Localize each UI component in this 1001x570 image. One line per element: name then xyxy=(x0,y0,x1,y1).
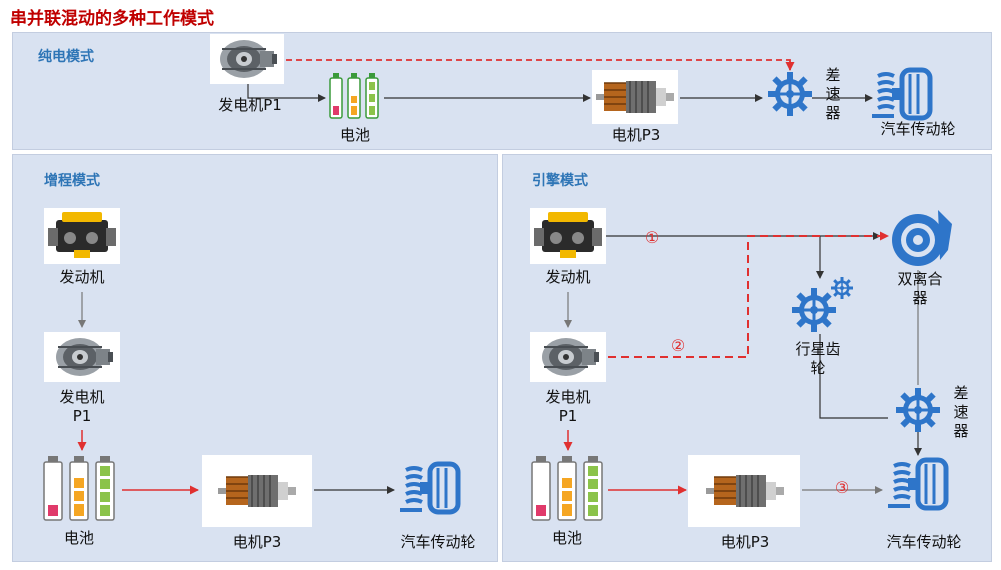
generator-icon xyxy=(219,39,278,79)
flow-arrow xyxy=(247,84,326,102)
engine-label: 发动机 xyxy=(545,268,591,286)
dual-clutch-icon xyxy=(892,210,952,266)
mode-title-engine: 引擎模式 xyxy=(532,173,588,189)
motor-label: 电机P3 xyxy=(232,533,282,551)
step-marker-3: ③ xyxy=(834,478,850,497)
mode-title-range-extender: 增程模式 xyxy=(44,173,100,189)
generator-label: 发电机 P1 xyxy=(545,388,591,425)
engine-label: 发动机 xyxy=(59,268,105,286)
differential-gear-icon xyxy=(894,386,942,434)
flow-line xyxy=(819,334,888,419)
motor-icon xyxy=(217,474,297,508)
generator-label: 发电机P1 xyxy=(218,96,282,114)
engine-icon xyxy=(48,212,116,258)
planetary-gear-label: 行星齿 轮 xyxy=(795,340,841,377)
step-marker-1: ① xyxy=(644,228,660,247)
battery-icon xyxy=(531,456,603,521)
wheel-label: 汽车传动轮 xyxy=(880,120,956,138)
dashed-flow-arrow xyxy=(608,231,889,358)
wheel-icon xyxy=(400,464,458,512)
generator-label: 发电机 P1 xyxy=(59,388,105,425)
battery-icon xyxy=(329,73,379,119)
wheel-icon xyxy=(872,70,930,118)
engine-icon xyxy=(534,212,602,258)
generator-icon xyxy=(541,337,600,377)
motor-icon xyxy=(705,474,785,508)
mode-title-electric: 纯电模式 xyxy=(38,49,94,65)
battery-label: 电池 xyxy=(551,529,582,547)
differential-label: 差 速 器 xyxy=(953,384,969,440)
motor-label: 电机P3 xyxy=(611,126,661,144)
battery-label: 电池 xyxy=(339,126,370,144)
wheel-label: 汽车传动轮 xyxy=(886,533,962,551)
dashed-flow-arrow xyxy=(286,59,795,71)
wheel-label: 汽车传动轮 xyxy=(400,533,476,551)
planetary-gear-icon xyxy=(790,276,854,334)
battery-icon xyxy=(43,456,115,521)
motor-label: 电机P3 xyxy=(720,533,770,551)
page-title: 串并联混动的多种工作模式 xyxy=(10,9,214,29)
motor-icon xyxy=(595,80,675,114)
wheel-icon xyxy=(888,460,946,508)
differential-gear-icon xyxy=(766,70,814,118)
dual-clutch-label: 双离合 器 xyxy=(897,270,943,307)
differential-label: 差 速 器 xyxy=(825,66,841,122)
panel-electric-mode xyxy=(12,32,992,150)
generator-icon xyxy=(55,337,114,377)
step-marker-2: ② xyxy=(670,336,686,355)
battery-label: 电池 xyxy=(63,529,94,547)
